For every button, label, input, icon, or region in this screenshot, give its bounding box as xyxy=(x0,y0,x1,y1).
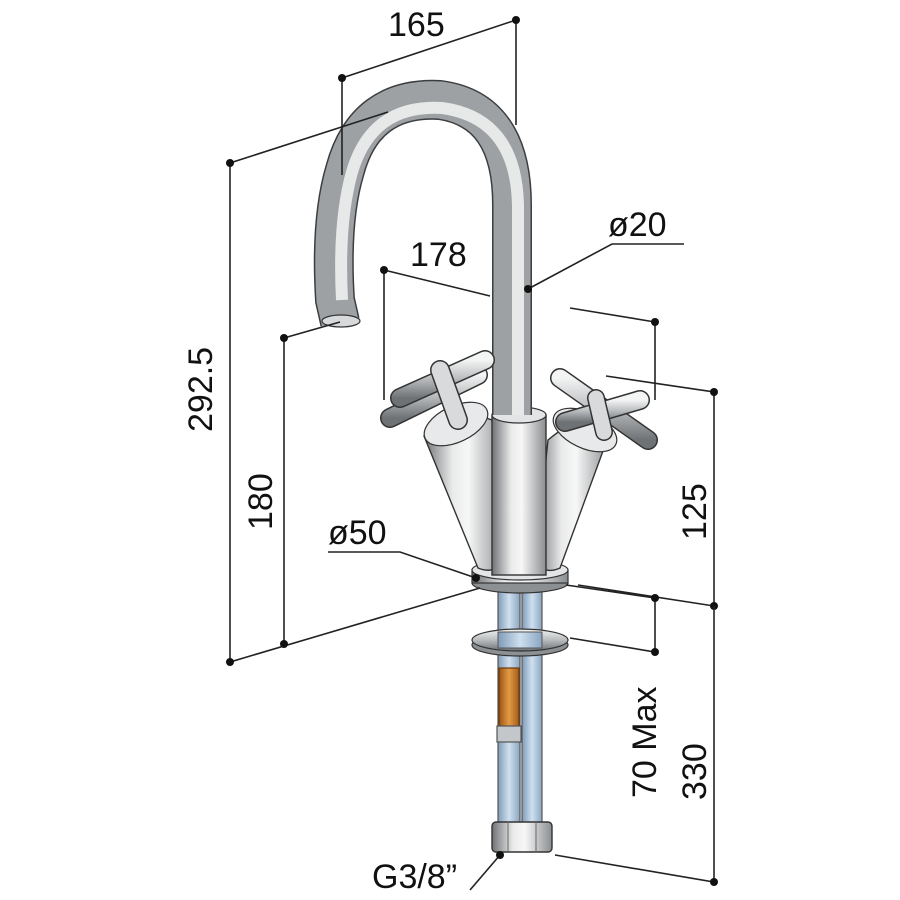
leader-thread xyxy=(469,854,501,891)
label-handle-span: 178 xyxy=(410,236,467,274)
central-column xyxy=(491,406,547,576)
supply-tail-pipes xyxy=(496,589,543,843)
dim-line-body-height xyxy=(577,375,715,607)
right-cross-handle xyxy=(550,368,658,450)
faucet-illustration xyxy=(313,79,658,853)
label-base-diameter: ø50 xyxy=(328,514,387,552)
thread-fitting xyxy=(491,821,553,853)
label-deck-thickness: 70 Max xyxy=(626,687,664,799)
dim-line-spout-height xyxy=(283,321,341,644)
mounting-washer xyxy=(471,628,569,657)
left-cross-handle xyxy=(380,350,495,430)
dimension-lines xyxy=(226,16,718,891)
label-body-height: 125 xyxy=(676,483,714,540)
leader-base-diameter xyxy=(328,551,477,579)
label-spout-reach: 165 xyxy=(388,6,445,44)
threaded-rod xyxy=(498,667,520,731)
label-spout-diameter: ø20 xyxy=(608,206,667,244)
label-total-height: 292.5 xyxy=(182,347,220,432)
label-thread: G3/8” xyxy=(372,858,457,896)
dim-line-deck-thickness xyxy=(565,584,656,653)
rod-nut xyxy=(496,725,522,743)
label-spout-height: 180 xyxy=(242,473,280,530)
label-tail-length: 330 xyxy=(676,743,714,800)
dimension-labels: 165 292.5 178 ø20 180 125 ø50 70 Max 330… xyxy=(182,6,714,896)
leader-spout-diameter xyxy=(527,243,684,290)
dim-line-total-height xyxy=(229,111,481,664)
